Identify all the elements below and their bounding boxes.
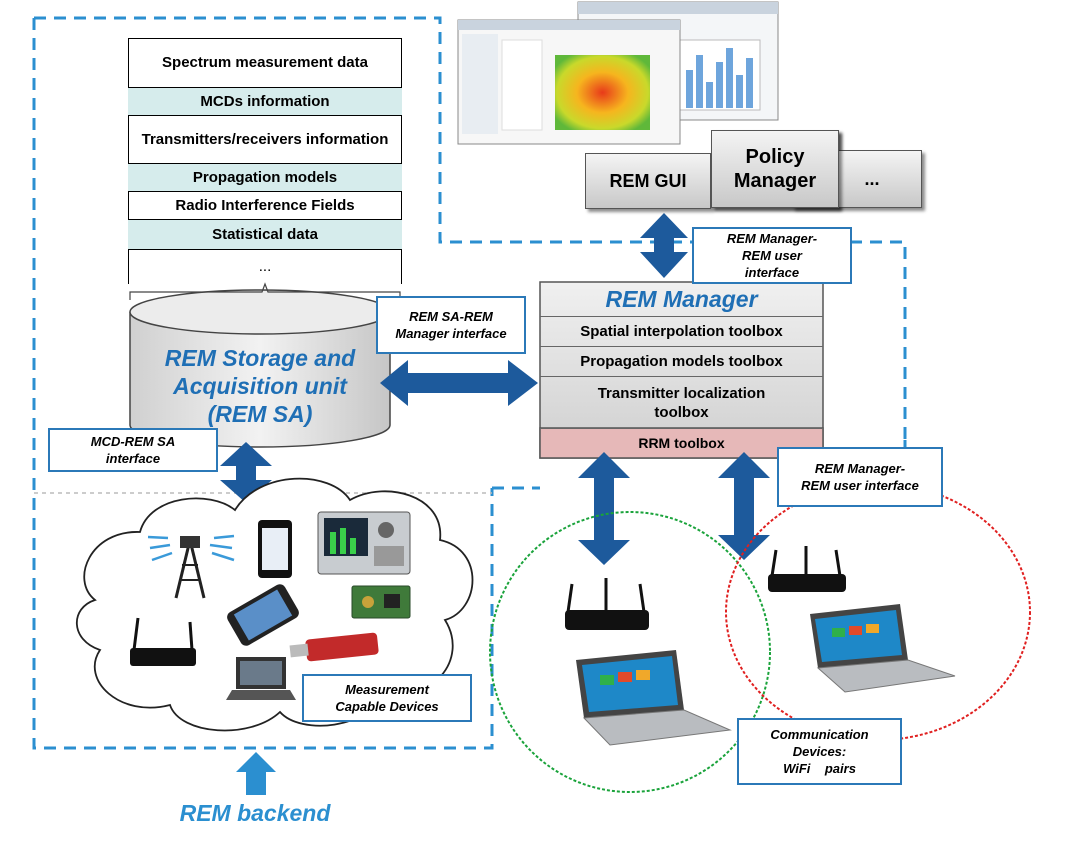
table-row: Spectrum measurement data <box>128 38 402 88</box>
rem-gui-box[interactable]: REM GUI <box>585 153 711 209</box>
table-row: Statistical data <box>128 220 402 250</box>
router-icon-cloud <box>130 617 196 666</box>
comm-devices-line1: Communication <box>770 727 869 742</box>
label-measurement-capable-devices: Measurement Capable Devices <box>302 674 472 722</box>
router-icon-right <box>768 546 846 592</box>
netbook-icon <box>226 657 296 700</box>
arrow-manager-wifi-left <box>578 452 630 565</box>
rem-gui-label: REM GUI <box>609 170 687 191</box>
laptop-icon-left <box>576 650 732 746</box>
usb-dongle-icon <box>289 632 379 662</box>
table-row: Radio Interference Fields <box>128 192 402 220</box>
toolbox-rrm: RRM toolbox <box>540 428 823 458</box>
comm-devices-line2: Devices: <box>792 744 847 759</box>
gui-screenshot-heatmap <box>457 19 681 145</box>
storage-cylinder <box>129 289 391 448</box>
label-mcd-sa-interface: MCD-REM SA interface <box>48 428 218 472</box>
storage-unit-line2: Acquisition unit <box>173 373 347 399</box>
toolbox-propagation-models: Propagation models toolbox <box>540 346 823 376</box>
label-manager-user-interface-top: REM Manager-REM user interface <box>692 227 852 284</box>
wifi-pair-green-circle <box>489 511 771 793</box>
storage-unit-line1: REM Storage and <box>164 345 356 371</box>
arrow-backend <box>236 752 276 795</box>
arrow-sa-manager <box>380 360 538 406</box>
rem-manager-title: REM Manager <box>605 286 758 312</box>
sensor-board-icon <box>351 585 411 619</box>
backend-dashed-border <box>32 16 907 750</box>
table-row: MCDs information <box>128 88 402 116</box>
policy-manager-label-front: Policy Manager <box>733 146 817 192</box>
more-gui-label: ... <box>864 168 880 189</box>
table-row: Transmitters/receivers information <box>128 116 402 164</box>
mobile-phone-icon <box>227 584 299 646</box>
toolbox-spatial-interpolation: Spatial interpolation toolbox <box>540 316 823 346</box>
table-row: Propagation models <box>128 164 402 192</box>
comm-devices-line3: WiFi pairs <box>783 761 856 776</box>
policy-manager-box-front: Policy Manager <box>711 130 839 208</box>
laptop-icon-right <box>810 604 956 693</box>
spectrum-analyzer-icon <box>317 511 411 575</box>
smartphone-icon <box>258 520 292 578</box>
storage-unit-title: REM Storage and Acquisition unit (REM SA… <box>130 344 390 428</box>
toolbox-transmitter-localization: Transmitter localization toolbox <box>540 376 823 428</box>
table-row: ... <box>258 258 272 275</box>
storage-unit-line3: (REM SA) <box>207 401 313 427</box>
label-sa-manager-interface: REM SA-REM Manager interface <box>376 296 526 354</box>
label-manager-user-interface-bottom: REM Manager-REM user interface <box>777 447 943 507</box>
arrow-gui-manager <box>640 213 688 278</box>
rem-backend-label: REM backend <box>179 800 331 826</box>
label-communication-devices: Communication Devices: WiFi pairs <box>737 718 902 785</box>
arrow-manager-wifi-right <box>718 452 770 560</box>
cell-tower-icon <box>147 534 235 599</box>
router-icon-left <box>565 578 649 630</box>
